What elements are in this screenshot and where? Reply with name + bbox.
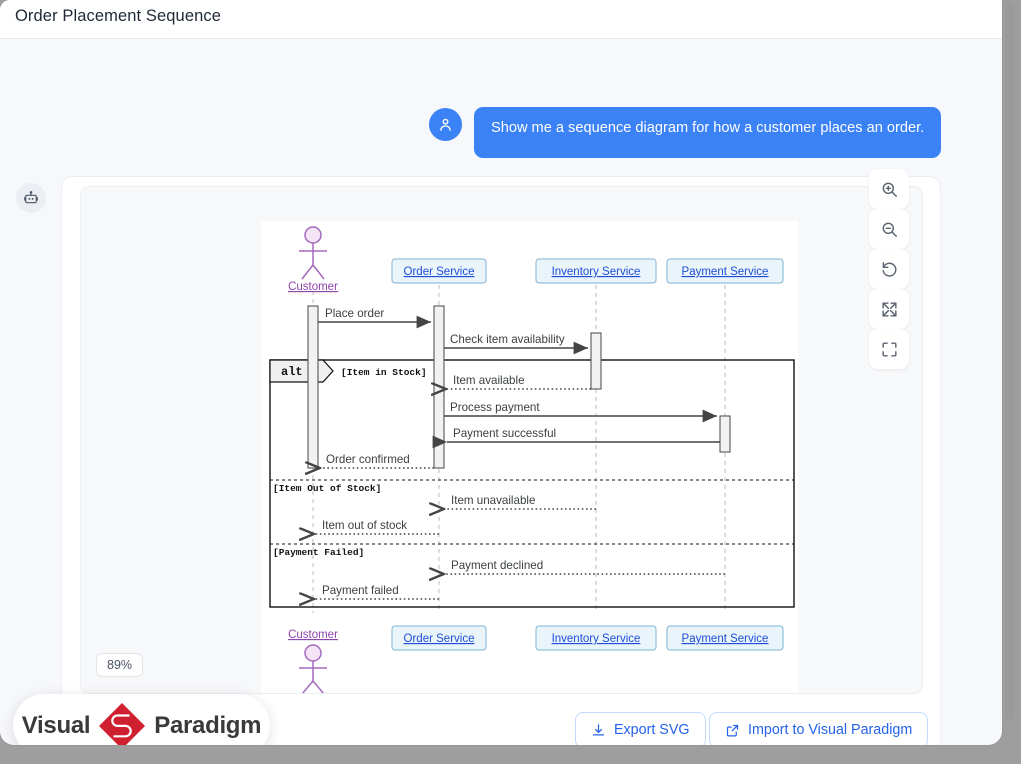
bot-avatar: [16, 183, 46, 213]
zoom-in-icon: [882, 182, 897, 197]
message-label: Payment failed: [322, 584, 399, 597]
message-process-payment: Process payment: [444, 401, 717, 423]
visual-paradigm-watermark: Visual Paradigm: [13, 694, 270, 745]
lifeline-head-order[interactable]: Order Service: [391, 258, 487, 284]
sequence-diagram-canvas[interactable]: Customer Order Service Inventory Service: [261, 221, 798, 693]
lifeline-footer-label-customer[interactable]: Customer: [288, 629, 338, 641]
activation-bars: [307, 305, 731, 469]
reset-view-button[interactable]: [869, 249, 909, 289]
message-label: Place order: [325, 307, 384, 320]
actor-customer-head: [299, 226, 327, 280]
message-order-confirmed: Order confirmed: [320, 453, 434, 468]
user-icon: [440, 118, 451, 131]
lifeline-label-payment-service[interactable]: Payment Service: [682, 266, 769, 278]
diagram-result-card: Customer Order Service Inventory Service: [61, 176, 941, 745]
external-link-icon: [726, 724, 739, 736]
chat-area: Show me a sequence diagram for how a cus…: [0, 39, 1002, 745]
zoom-level-badge: 89%: [96, 653, 144, 677]
message-payment-failed: Payment failed: [314, 584, 439, 599]
window-surface: Order Placement Sequence Show me a seque…: [0, 0, 1002, 745]
message-place-order: Place order: [318, 307, 431, 329]
message-label: Item available: [453, 374, 525, 387]
message-label: Payment declined: [451, 559, 543, 572]
actor-customer-foot: [299, 644, 327, 693]
expand-icon: [881, 301, 897, 317]
message-item-unavailable: Item unavailable: [444, 494, 596, 509]
fragment-guard-2: [Item Out of Stock]: [273, 483, 381, 494]
lifeline-label-order-service[interactable]: Order Service: [404, 266, 475, 278]
lifeline-label-inventory-service[interactable]: Inventory Service: [552, 266, 641, 278]
import-vp-label: Import to Visual Paradigm: [748, 722, 913, 738]
expand-button[interactable]: [869, 289, 909, 329]
lifeline-foot-payment[interactable]: Payment Service: [666, 625, 784, 651]
diagram-viewport[interactable]: Customer Order Service Inventory Service: [80, 186, 923, 694]
import-to-visual-paradigm-button[interactable]: Import to Visual Paradigm: [709, 712, 929, 745]
message-item-available: Item available: [446, 374, 591, 389]
fit-screen-button[interactable]: [869, 329, 909, 369]
alt-fragment: alt [Item in Stock] [Item Out of Stock] …: [269, 359, 795, 608]
lifeline-footer-label-payment-service[interactable]: Payment Service: [682, 633, 769, 645]
watermark-left-word: Visual: [21, 711, 91, 739]
lifeline-foot-order[interactable]: Order Service: [391, 625, 487, 651]
sequence-diagram-svg: Customer Order Service Inventory Service: [269, 226, 795, 693]
message-label: Item unavailable: [451, 494, 535, 507]
export-svg-label: Export SVG: [614, 722, 690, 738]
message-label: Check item availability: [450, 333, 565, 346]
header-bar: Order Placement Sequence: [0, 0, 1002, 39]
user-avatar: [429, 108, 462, 141]
message-payment-successful: Payment successful: [432, 427, 720, 449]
lifeline-foot-inventory[interactable]: Inventory Service: [535, 625, 657, 651]
zoom-in-button[interactable]: [869, 169, 909, 209]
diamond-logo: [99, 702, 146, 745]
message-label: Order confirmed: [326, 453, 410, 466]
lifeline-head-inventory[interactable]: Inventory Service: [535, 258, 657, 284]
message-item-out-of-stock: Item out of stock: [314, 519, 439, 534]
fragment-guard-3: [Payment Failed]: [273, 547, 364, 558]
watermark-right-word: Paradigm: [154, 711, 262, 739]
message-check-item-availability: Check item availability: [444, 333, 588, 355]
message-label: Payment successful: [453, 427, 556, 440]
lifeline-footer-label-order-service[interactable]: Order Service: [404, 633, 475, 645]
message-payment-declined: Payment declined: [444, 559, 725, 574]
page-title: Order Placement Sequence: [15, 7, 222, 25]
zoom-out-icon: [882, 222, 897, 237]
lifeline-label-customer[interactable]: Customer: [288, 281, 338, 293]
lifeline-head-payment[interactable]: Payment Service: [666, 258, 784, 284]
scrollbar-thumb[interactable]: [1005, 4, 1014, 720]
reset-icon: [881, 261, 896, 277]
lifeline-footer-label-inventory-service[interactable]: Inventory Service: [552, 633, 641, 645]
export-svg-button[interactable]: Export SVG: [575, 712, 706, 745]
zoom-out-button[interactable]: [869, 209, 909, 249]
message-label: Item out of stock: [322, 519, 407, 532]
fragment-operator-label: alt: [281, 365, 303, 379]
user-message-bubble: Show me a sequence diagram for how a cus…: [474, 107, 942, 158]
robot-icon: [24, 191, 38, 204]
message-label: Process payment: [450, 401, 540, 414]
fit-screen-icon: [881, 341, 897, 357]
download-icon: [592, 723, 605, 735]
fragment-guard-1: [Item in Stock]: [341, 367, 427, 378]
